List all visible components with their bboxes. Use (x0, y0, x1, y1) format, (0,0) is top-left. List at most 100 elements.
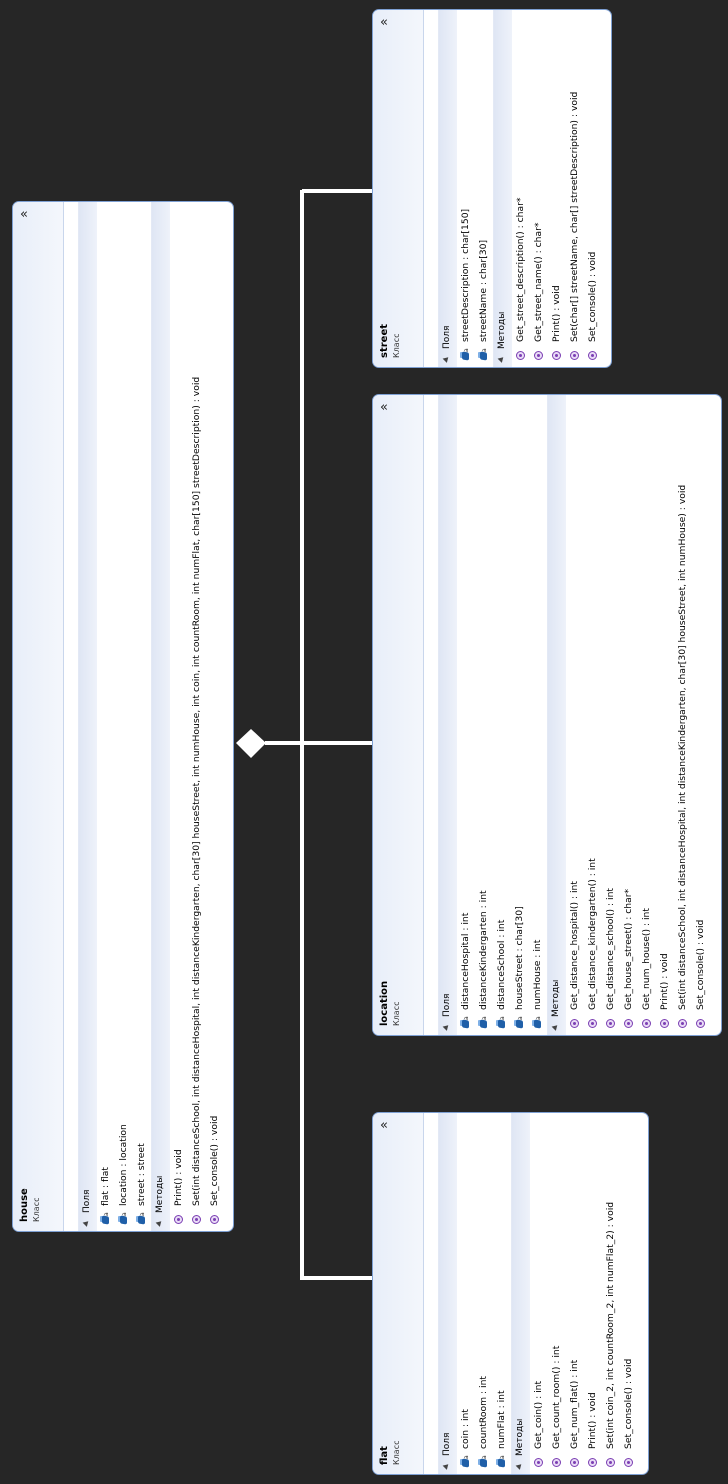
method-text: Set_console() : void (209, 1115, 220, 1206)
field-text: street : street (136, 1143, 147, 1206)
section-methods[interactable]: Методы (511, 1113, 530, 1474)
connector-lines (265, 189, 372, 1280)
class-name: street (379, 323, 390, 358)
method-item[interactable]: Print() : void (656, 395, 674, 1035)
method-item[interactable]: Set(int distanceSchool, int distanceHosp… (188, 202, 206, 1231)
expand-triangle-icon[interactable] (442, 1462, 451, 1470)
section-label: Поля (442, 325, 452, 349)
method-item[interactable]: Set_console() : void (620, 1113, 638, 1474)
section-methods[interactable]: Методы (493, 10, 512, 367)
method-text: Print() : void (551, 285, 562, 342)
method-icon (191, 1211, 203, 1225)
class-kind: Класс (392, 1440, 401, 1466)
method-item[interactable]: Get_street_name() : char* (530, 10, 548, 367)
method-item[interactable]: Get_num_house() : int (638, 395, 656, 1035)
method-item[interactable]: Set_console() : void (206, 202, 224, 1231)
method-text: Get_distance_kindergarten() : int (587, 858, 598, 1010)
method-item[interactable]: Get_distance_school() : int (602, 395, 620, 1035)
method-item[interactable]: Get_house_street() : char* (620, 395, 638, 1035)
field-icon: a (118, 1211, 130, 1225)
collapse-chevron-icon[interactable]: « (380, 400, 388, 415)
field-text: streetDescription : char[150] (460, 208, 471, 342)
method-item[interactable]: Print() : void (548, 10, 566, 367)
method-item[interactable]: Get_coin() : int (530, 1113, 548, 1474)
method-icon (587, 347, 599, 361)
section-label: Методы (155, 1175, 165, 1213)
method-item[interactable]: Set_console() : void (692, 395, 710, 1035)
expand-triangle-icon[interactable] (497, 355, 506, 363)
section-label: Поля (442, 1432, 452, 1456)
field-icon: a (532, 1015, 544, 1029)
method-item[interactable]: Get_num_flat() : int (566, 1113, 584, 1474)
section-fields[interactable]: Поля (78, 202, 97, 1231)
field-item[interactable]: a location : location (115, 202, 133, 1231)
expand-triangle-icon[interactable] (155, 1219, 164, 1227)
method-item[interactable]: Set(char[] streetName, char[] streetDesc… (566, 10, 584, 367)
method-item[interactable]: Set(int coin_2, int countRoom_2, int num… (602, 1113, 620, 1474)
method-text: Print() : void (587, 1392, 598, 1449)
section-label: Методы (515, 1418, 525, 1456)
method-text: Set(char[] streetName, char[] streetDesc… (569, 91, 580, 342)
collapse-chevron-icon[interactable]: « (20, 207, 28, 222)
field-text: distanceSchool : int (496, 919, 507, 1010)
expand-triangle-icon[interactable] (551, 1023, 560, 1031)
section-label: Поля (82, 1189, 92, 1213)
class-name: flat (379, 1446, 390, 1465)
class-name: location (379, 980, 390, 1026)
field-text: location : location (118, 1124, 129, 1206)
section-methods[interactable]: Методы (547, 395, 566, 1035)
method-text: Get_distance_hospital() : int (569, 881, 580, 1010)
method-item[interactable]: Get_street_description() : char* (512, 10, 530, 367)
method-text: Print() : void (659, 953, 670, 1010)
field-icon: a (496, 1454, 508, 1468)
section-fields[interactable]: Поля (438, 1113, 457, 1474)
method-text: Set_console() : void (623, 1358, 634, 1449)
section-label: Поля (442, 993, 452, 1017)
method-item[interactable]: Get_count_room() : int (548, 1113, 566, 1474)
method-icon (515, 347, 527, 361)
method-item[interactable]: Print() : void (170, 202, 188, 1231)
expand-triangle-icon[interactable] (82, 1219, 91, 1227)
method-icon (677, 1015, 689, 1029)
section-methods[interactable]: Методы (151, 202, 170, 1231)
expand-triangle-icon[interactable] (515, 1462, 524, 1470)
class-kind: Класс (392, 333, 401, 359)
field-icon: a (478, 347, 490, 361)
method-item[interactable]: Set_console() : void (584, 10, 602, 367)
expand-triangle-icon[interactable] (442, 1023, 451, 1031)
method-item[interactable]: Get_distance_hospital() : int (566, 395, 584, 1035)
expand-triangle-icon[interactable] (442, 355, 451, 363)
section-fields[interactable]: Поля (438, 395, 457, 1035)
collapse-chevron-icon[interactable]: « (380, 15, 388, 30)
method-item[interactable]: Set(int distanceSchool, int distanceHosp… (674, 395, 692, 1035)
method-item[interactable]: Print() : void (584, 1113, 602, 1474)
method-item[interactable]: Get_distance_kindergarten() : int (584, 395, 602, 1035)
section-fields[interactable]: Поля (438, 10, 457, 367)
collapse-chevron-icon[interactable]: « (380, 1118, 388, 1133)
